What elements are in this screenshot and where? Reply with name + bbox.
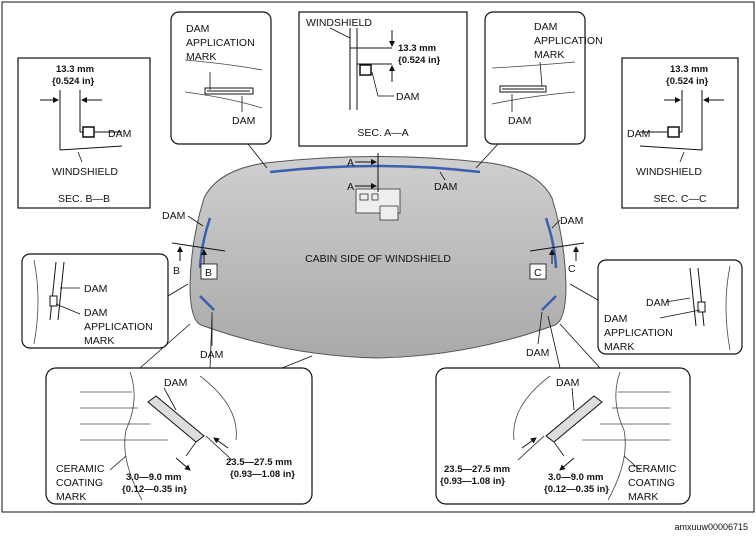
section-bb-box [17,57,151,209]
windshield-glass [189,156,567,359]
dam-line-bottom-right [541,295,557,311]
detail-tr-line2: APPLICATION [534,35,603,47]
detail-mid-left-box [21,253,189,349]
detail-ml-line2: APPLICATION [84,321,153,333]
sec-aa-dim-mm: 13.3 mm [398,43,436,54]
dam-label-top: DAM [434,181,457,193]
sec-bb-dam-label: DAM [108,128,131,140]
mirror-mount [355,188,401,221]
dam-label-bottom-right: DAM [526,347,549,359]
dam-line-left [198,217,212,269]
sec-aa-dim-in: {0.524 in} [398,55,441,66]
sec-cc-caption: SEC. C—C [653,193,707,205]
sec-bb-dim-in: {0.524 in} [52,76,95,87]
detail-bottom-right-box [435,315,691,505]
detail-br-dim2-in: {0.12—0.35 in} [544,484,609,495]
sec-c-label-1: C [534,267,542,279]
dam-label-right: DAM [560,215,583,227]
detail-br-dim2-mm: 3.0—9.0 mm [548,472,603,483]
sec-c-label-2: C [568,263,576,275]
detail-tl-line1: DAM [186,23,209,35]
section-c-markers [529,242,585,264]
detail-tl-dam: DAM [232,115,255,127]
detail-ml-dam: DAM [84,283,107,295]
detail-bl-dim2-mm: 3.0—9.0 mm [126,472,181,483]
detail-tr-line3: MARK [534,49,564,61]
section-cc-box [621,57,739,209]
sec-aa-caption: SEC. A—A [357,127,408,139]
detail-bl-ceramic1: CERAMIC [56,463,105,475]
detail-mid-right-box [569,259,743,355]
section-aa-box [298,11,468,147]
detail-bl-dim1-in: {0.93—1.08 in} [230,469,295,480]
detail-tl-line2: APPLICATION [186,37,255,49]
detail-mr-line2: APPLICATION [604,327,673,339]
detail-mr-line1: DAM [604,313,627,325]
detail-br-ceramic1: CERAMIC [628,463,677,475]
dam-label-bottom-left: DAM [200,349,223,361]
detail-br-ceramic3: MARK [628,491,658,503]
detail-bottom-left-box [45,317,313,505]
sec-cc-dim-in: {0.524 in} [666,76,709,87]
outer-frame [1,1,755,513]
detail-top-left-box [170,11,272,169]
detail-br-dam: DAM [556,377,579,389]
dam-label-left: DAM [162,210,185,222]
figure-id: amxuuw00006715 [674,522,748,532]
detail-br-dim1-in: {0.93—1.08 in} [440,476,505,487]
detail-ml-line3: MARK [84,335,114,347]
sec-b-label-1: B [173,265,180,277]
detail-bl-dim2-in: {0.12—0.35 in} [122,484,187,495]
detail-bl-ceramic2: COATING [56,477,103,489]
sec-cc-dim-mm: 13.3 mm [670,64,708,75]
sec-cc-dam-label: DAM [627,128,650,140]
sec-bb-dim-mm: 13.3 mm [56,64,94,75]
sec-bb-windshield-label: WINDSHIELD [52,166,118,178]
detail-tr-line1: DAM [534,21,557,33]
dam-line-bottom-left [199,295,215,311]
detail-br-dim1-mm: 23.5—27.5 mm [444,464,510,475]
cabin-side-label: CABIN SIDE OF WINDSHIELD [305,253,451,265]
detail-bl-dam: DAM [164,377,187,389]
detail-ml-line1: DAM [84,307,107,319]
dam-line-top [269,164,481,174]
sec-cc-windshield-label: WINDSHIELD [636,166,702,178]
detail-tr-dam: DAM [508,115,531,127]
dam-line-right [544,217,558,269]
sec-aa-dam-label: DAM [396,91,419,103]
section-b-markers [171,242,226,264]
detail-mr-line3: MARK [604,341,634,353]
detail-tl-line3: MARK [186,51,216,63]
section-a-markers [355,153,379,192]
sec-a-label-1: A [347,157,354,169]
sec-aa-windshield-label: WINDSHIELD [306,17,372,29]
detail-mr-dam: DAM [646,297,669,309]
detail-top-right-box [475,11,586,169]
detail-br-ceramic2: COATING [628,477,675,489]
sec-bb-caption: SEC. B—B [58,193,110,205]
sec-b-label-2: B [205,267,212,279]
detail-bl-dim1-mm: 23.5—27.5 mm [226,457,292,468]
detail-bl-ceramic3: MARK [56,491,86,503]
sec-a-label-2: A [347,181,354,193]
